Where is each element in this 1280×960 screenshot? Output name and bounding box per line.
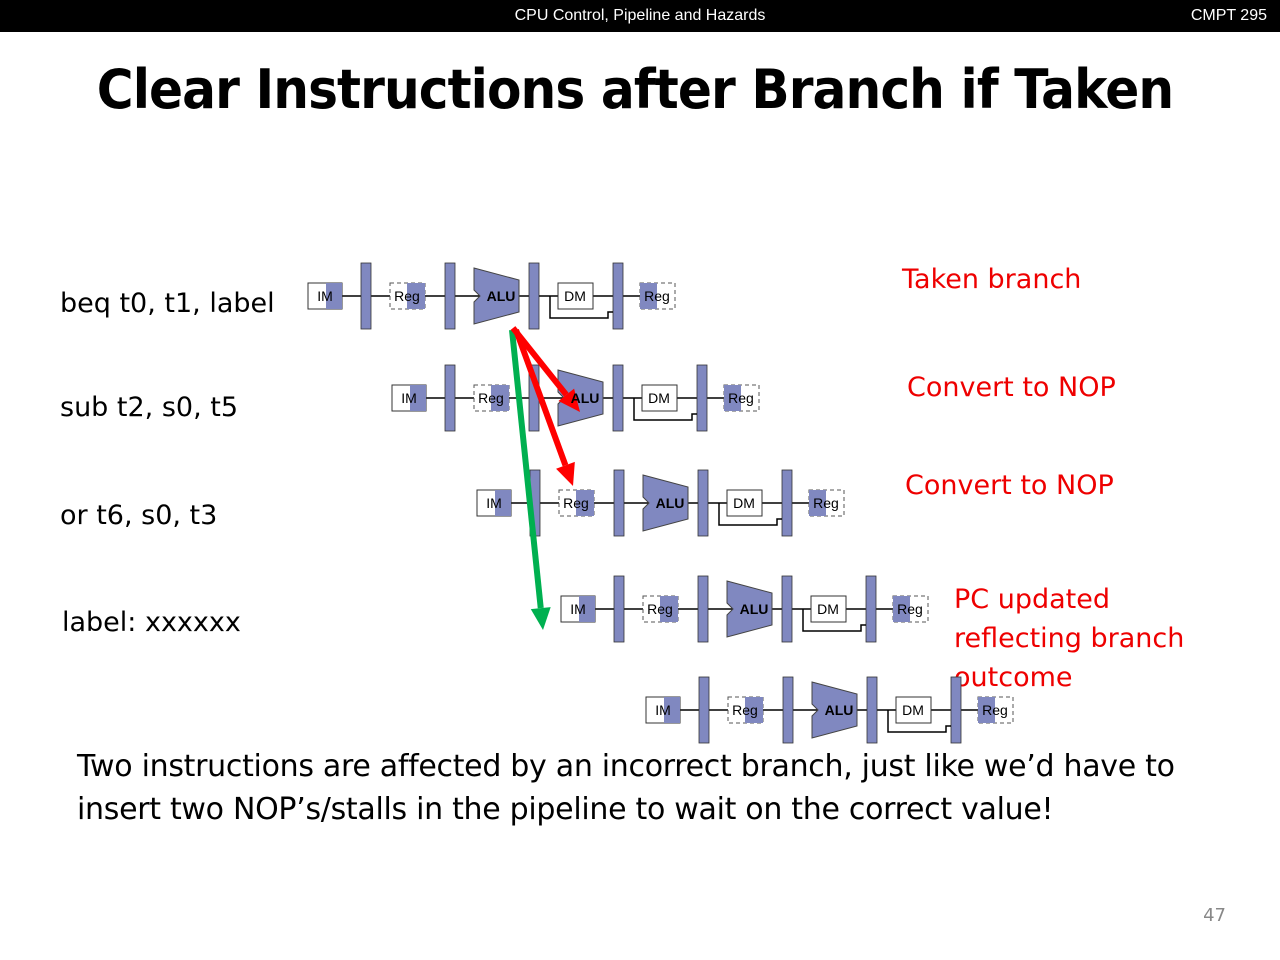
pipeline-row (560, 575, 929, 643)
green-arrow (509, 329, 551, 630)
alu (642, 474, 689, 532)
red-arrow-2 (513, 328, 575, 486)
note-convert-nop-1: Convert to NOP (907, 372, 1116, 403)
pipeline-register (613, 469, 625, 537)
instruction-sub: sub t2, s0, t5 (60, 392, 239, 423)
dm-bypass-line (549, 296, 613, 319)
pipeline-register (444, 262, 456, 330)
instruction-or: or t6, s0, t3 (60, 500, 218, 531)
stage-label: DM (648, 390, 670, 406)
dm-bypass-line (802, 609, 866, 632)
note-pc-updated: PC updated reflecting branch outcome (954, 584, 1185, 693)
alu (811, 681, 858, 739)
pipeline-row (476, 469, 845, 537)
pipeline-row (307, 262, 676, 330)
alu (726, 580, 773, 638)
stage-label: Reg (647, 601, 673, 617)
pipeline-register (781, 575, 793, 643)
stage-label: Reg (644, 288, 670, 304)
pipeline-register (444, 364, 456, 432)
pipeline-register (866, 676, 878, 744)
stage-label: DM (817, 601, 839, 617)
stage-label: Reg (478, 390, 504, 406)
arrows-layer (509, 326, 580, 630)
stage-label: ALU (487, 288, 516, 304)
stage-label: Reg (732, 702, 758, 718)
stage-label: IM (317, 288, 333, 304)
stage-label: IM (655, 702, 671, 718)
stage-label: Reg (897, 601, 923, 617)
pipeline-register (950, 676, 962, 744)
dm-bypass-line (887, 710, 951, 733)
pipeline-register (528, 262, 540, 330)
note-convert-nop-2: Convert to NOP (905, 470, 1114, 501)
pipeline-row (645, 676, 1014, 744)
stage-label: DM (733, 495, 755, 511)
stage-label: ALU (825, 702, 854, 718)
stage-label: DM (902, 702, 924, 718)
stage-label: Reg (728, 390, 754, 406)
stage-label: Reg (394, 288, 420, 304)
data-memory (895, 696, 932, 724)
data-memory (810, 595, 847, 623)
pipeline-register (696, 364, 708, 432)
alu (557, 369, 604, 427)
data-memory (726, 489, 763, 517)
pipeline-register (865, 575, 877, 643)
stage-label: IM (401, 390, 417, 406)
pipeline-register (781, 469, 793, 537)
stage-label: Reg (813, 495, 839, 511)
body-text: Two instructions are affected by an inco… (77, 749, 1175, 827)
page-number: 47 (1203, 905, 1226, 926)
course-label: CMPT 295 (1190, 7, 1267, 24)
header-bar: CPU Control, Pipeline and Hazards CMPT 2… (0, 0, 1280, 32)
stage-label: Reg (982, 702, 1008, 718)
dm-bypass-line (718, 503, 782, 526)
pipeline-register (782, 676, 794, 744)
pipeline-register (612, 262, 624, 330)
data-memory (641, 384, 678, 412)
stage-label: DM (564, 288, 586, 304)
stage-label: ALU (571, 390, 600, 406)
stage-label: IM (486, 495, 502, 511)
note-taken-branch: Taken branch (902, 264, 1082, 295)
pipeline-register (360, 262, 372, 330)
pipeline-register (613, 575, 625, 643)
pipeline-row (391, 364, 760, 432)
alu (473, 267, 520, 325)
stage-label: ALU (656, 495, 685, 511)
data-memory (557, 282, 594, 310)
stage-label: Reg (563, 495, 589, 511)
pipeline-shapes (307, 262, 1014, 744)
stage-label: ALU (740, 601, 769, 617)
dm-bypass-line (633, 398, 697, 421)
header-title: CPU Control, Pipeline and Hazards (514, 7, 766, 24)
pipeline-register (612, 364, 624, 432)
stage-label: IM (570, 601, 586, 617)
pipeline-register (698, 676, 710, 744)
slide-title: Clear Instructions after Branch if Taken (96, 58, 1174, 121)
instruction-label: label: xxxxxx (62, 607, 241, 638)
pipeline-register (697, 575, 709, 643)
instruction-beq: beq t0, t1, label (60, 288, 275, 319)
pipeline-register (697, 469, 709, 537)
